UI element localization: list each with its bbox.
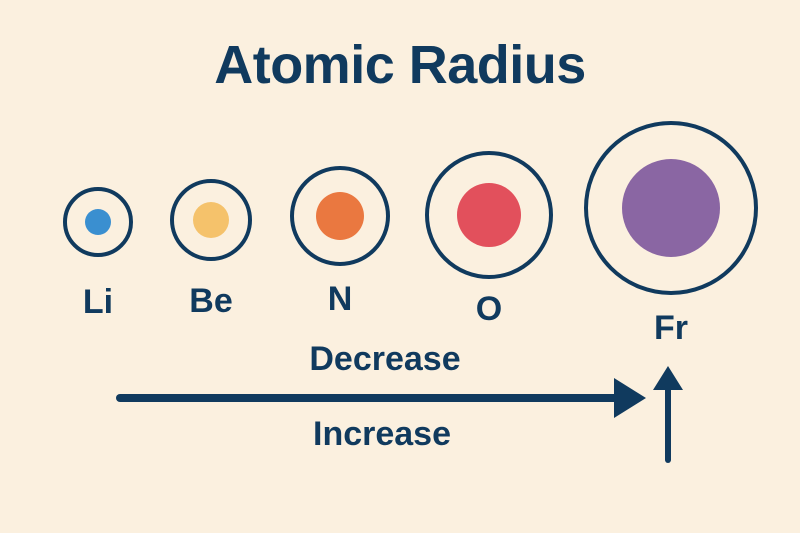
atom-nucleus-circle [316,192,364,240]
atom-nucleus-circle [622,159,720,257]
element-label-be: Be [189,282,233,320]
increase-label: Increase [313,415,451,453]
decrease-label: Decrease [309,340,461,378]
atom-be [170,179,252,261]
horizontal-arrow [116,378,646,418]
atom-shell-circle [425,151,553,279]
atom-shell-circle [63,187,133,257]
element-label-fr: Fr [654,309,688,347]
atom-nucleus-circle [85,209,111,235]
atom-fr [584,121,758,295]
atom-li [63,187,133,257]
element-label-o: O [475,290,503,328]
atom-n [290,166,390,266]
diagram-title: Atomic Radius [214,35,586,95]
atom-o [425,151,553,279]
atom-shell-circle [584,121,758,295]
atom-shell-circle [290,166,390,266]
atom-shell-circle [170,179,252,261]
element-label-li: Li [82,283,114,321]
atom-nucleus-circle [193,202,229,238]
element-label-n: N [327,280,353,318]
vertical-arrow [653,366,683,463]
atom-nucleus-circle [457,183,521,247]
atoms-group [63,121,758,295]
